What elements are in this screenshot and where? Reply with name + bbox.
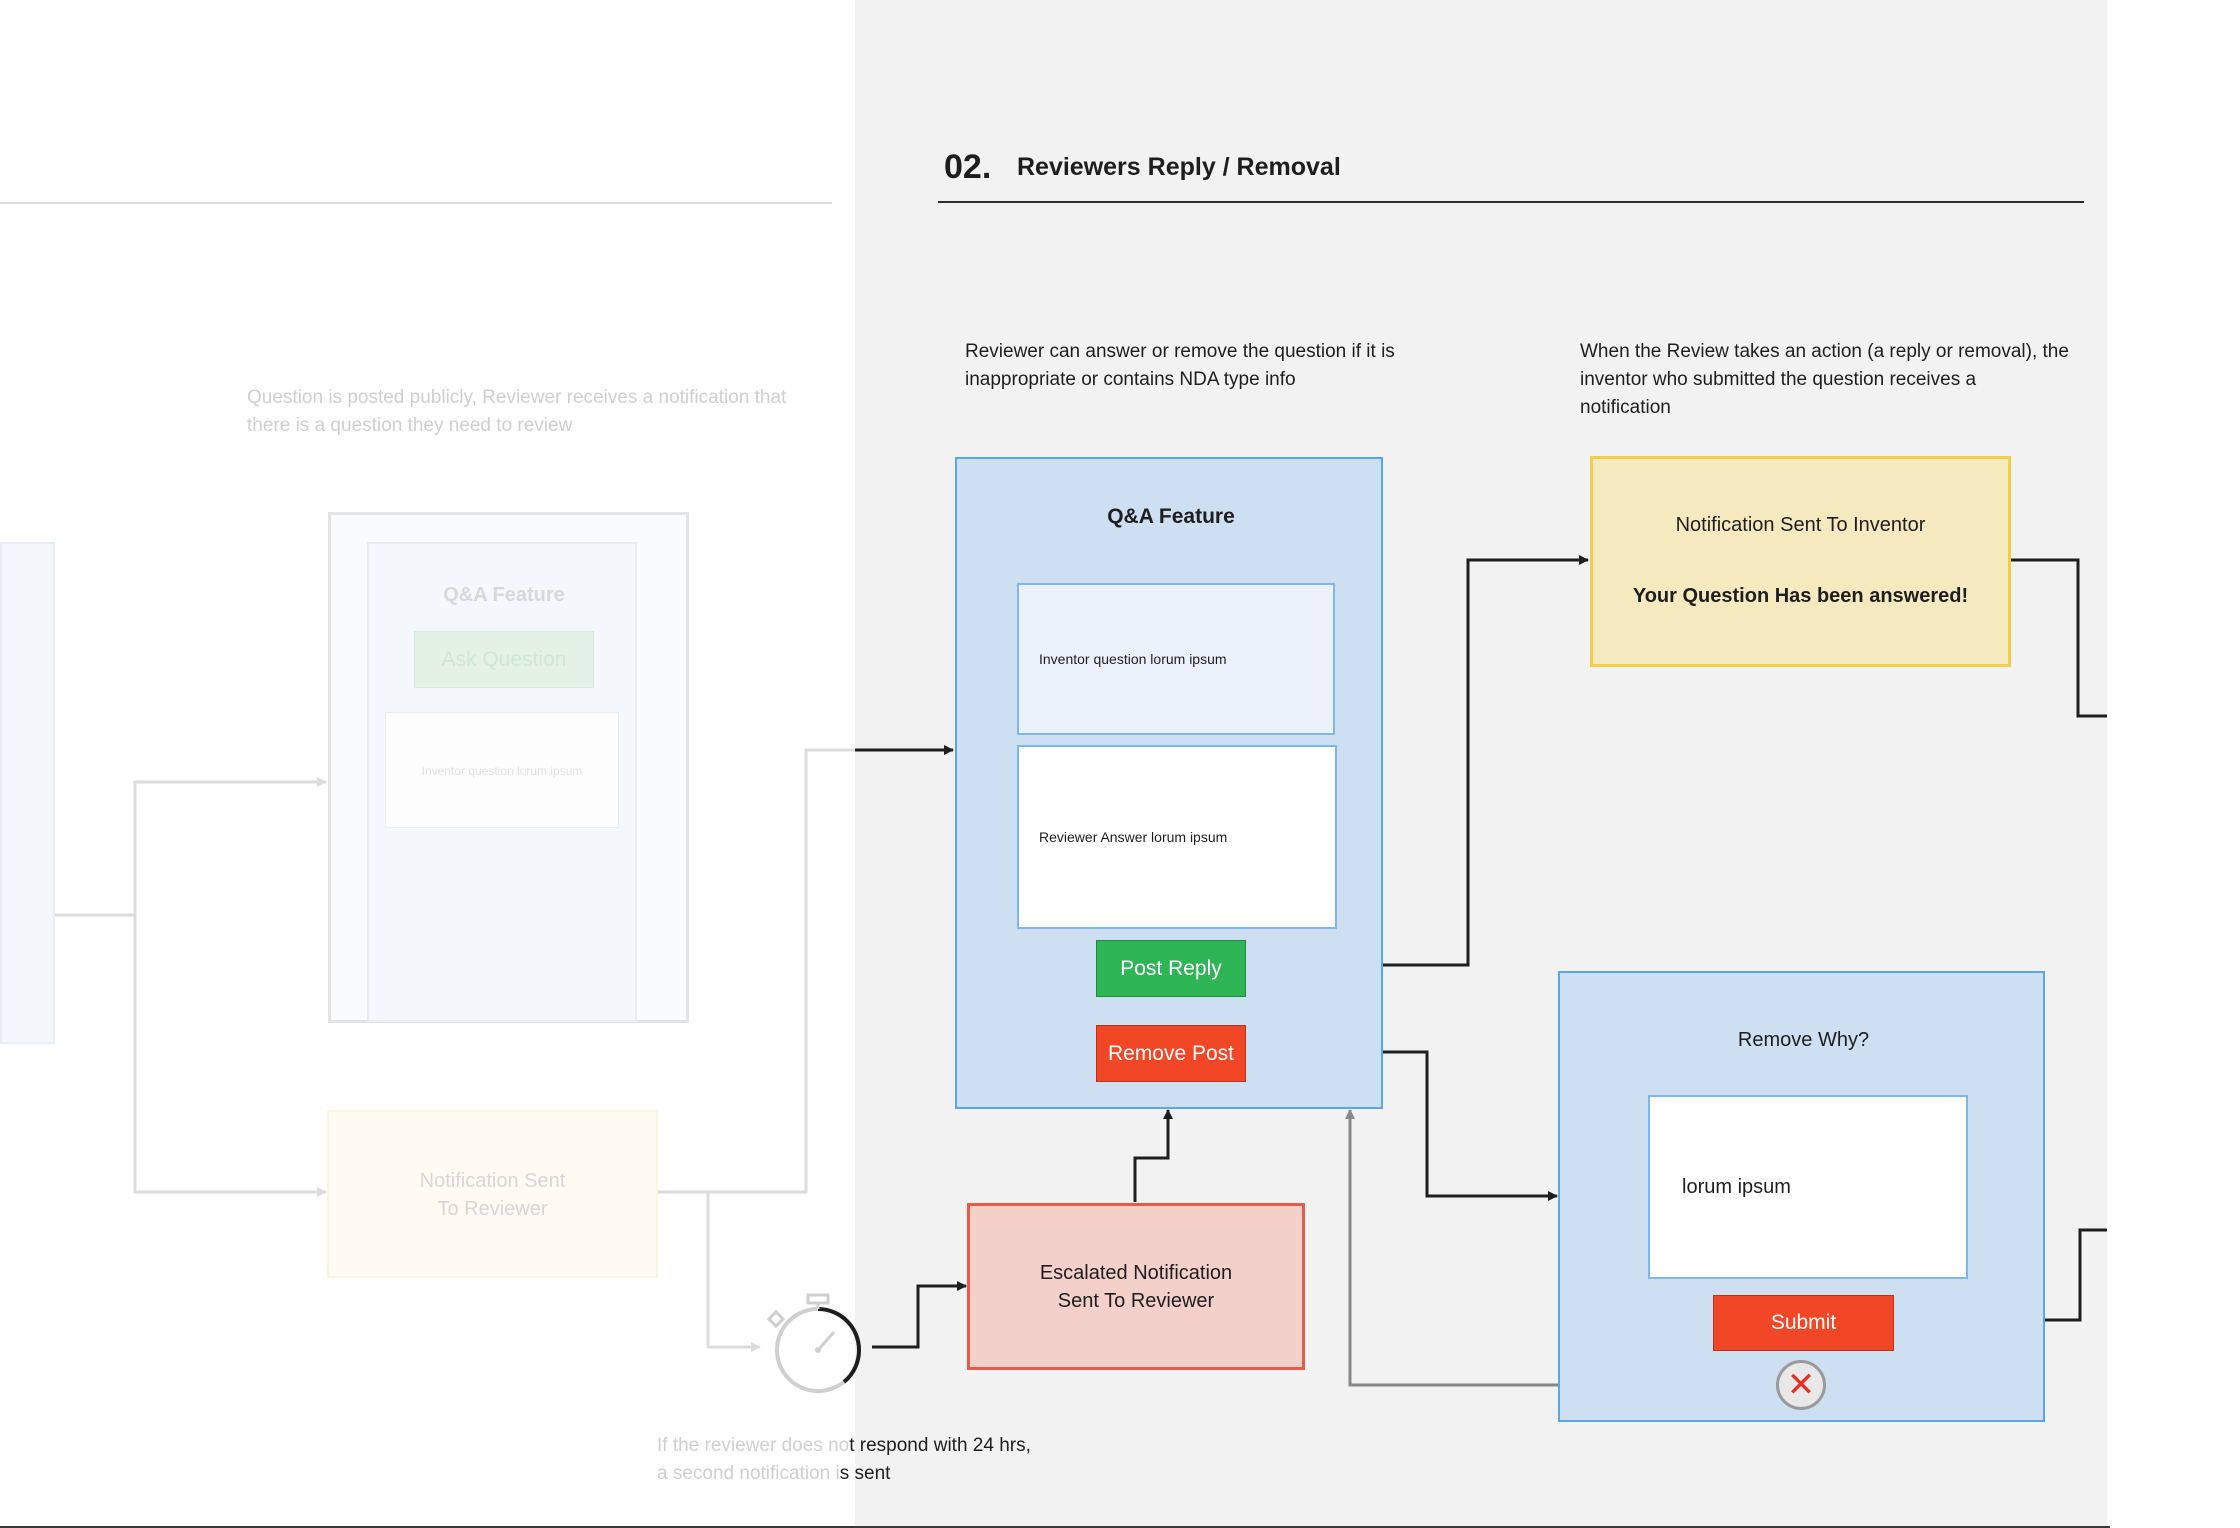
escalated-notification: Escalated Notification Sent To Reviewer [967,1203,1305,1370]
faded-rule [0,202,832,204]
section-rule [938,201,2084,203]
cancel-x-icon[interactable]: ✕ [1776,1360,1826,1410]
faded-qa-panel: Q&A Feature Ask Question Inventor questi… [367,542,637,1022]
faded-device-frame: Q&A Feature Ask Question Inventor questi… [328,512,689,1023]
faded-question-card: Inventor question lorum ipsum [385,712,619,828]
escalated-notification-label: Escalated Notification Sent To Reviewer [1039,1261,1233,1312]
inventor-description: When the Review takes an action (a reply… [1580,341,2069,418]
inventor-question-text: Inventor question lorum ipsum [1039,651,1227,667]
timer-caption-line1-faded: If the reviewer does no [657,1435,850,1456]
remove-why-panel: Remove Why? lorum ipsum Submit [1558,971,2045,1422]
faded-notification-reviewer: Notification Sent To Reviewer [327,1110,658,1278]
qa-feature-title: Q&A Feature [1107,505,1235,528]
timer-caption-line2-faded: a second notification i [657,1463,840,1484]
connector-timer [872,1281,967,1349]
remove-reason-input[interactable]: lorum ipsum [1648,1095,1968,1279]
bottom-divider [0,1526,2110,1528]
section-number: 02. [944,148,992,186]
post-reply-button[interactable]: Post Reply [1096,940,1246,997]
timer-caption-line2: s sent [839,1463,891,1484]
faded-notification-label: Notification Sent To Reviewer [419,1170,566,1220]
section-title: Reviewers Reply / Removal [1017,153,1341,181]
faded-description: Question is posted publicly, Reviewer re… [247,387,787,436]
notification-inventor-title: Notification Sent To Inventor [1675,514,1926,536]
faded-connector-2 [133,915,327,1197]
remove-reason-text: lorum ipsum [1682,1175,1791,1198]
reviewer-answer-field[interactable]: Reviewer Answer lorum ipsum [1017,745,1337,929]
connector-escalated [1133,1109,1173,1202]
qa-feature-panel: Q&A Feature Inventor question lorum ipsu… [955,457,1383,1109]
timer-caption-line1: t respond with 24 hrs, [849,1435,1031,1456]
faded-connector-1 [0,777,327,917]
notification-inventor-message: Your Question Has been answered! [1632,585,1969,607]
faded-connector-4 [706,1192,761,1352]
timer-caption: If the reviewer does not respond with 24… [657,1432,1117,1488]
remove-post-button[interactable]: Remove Post [1096,1025,1246,1082]
submit-button[interactable]: Submit [1713,1295,1894,1351]
inventor-question-card: Inventor question lorum ipsum [1017,583,1335,735]
faded-connector-3 [658,748,855,1194]
faded-panel [0,542,55,1044]
notification-inventor: Notification Sent To Inventor Your Quest… [1590,456,2011,667]
stopwatch-icon [766,1293,862,1393]
faded-qa-title: Q&A Feature [443,584,565,606]
remove-why-title: Remove Why? [1737,1029,1870,1051]
connector-inventor-out [2010,558,2107,718]
reviewer-description: Reviewer can answer or remove the questi… [965,341,1395,390]
reviewer-answer-text: Reviewer Answer lorum ipsum [1039,829,1228,845]
faded-ask-question-button: Ask Question [414,631,594,688]
